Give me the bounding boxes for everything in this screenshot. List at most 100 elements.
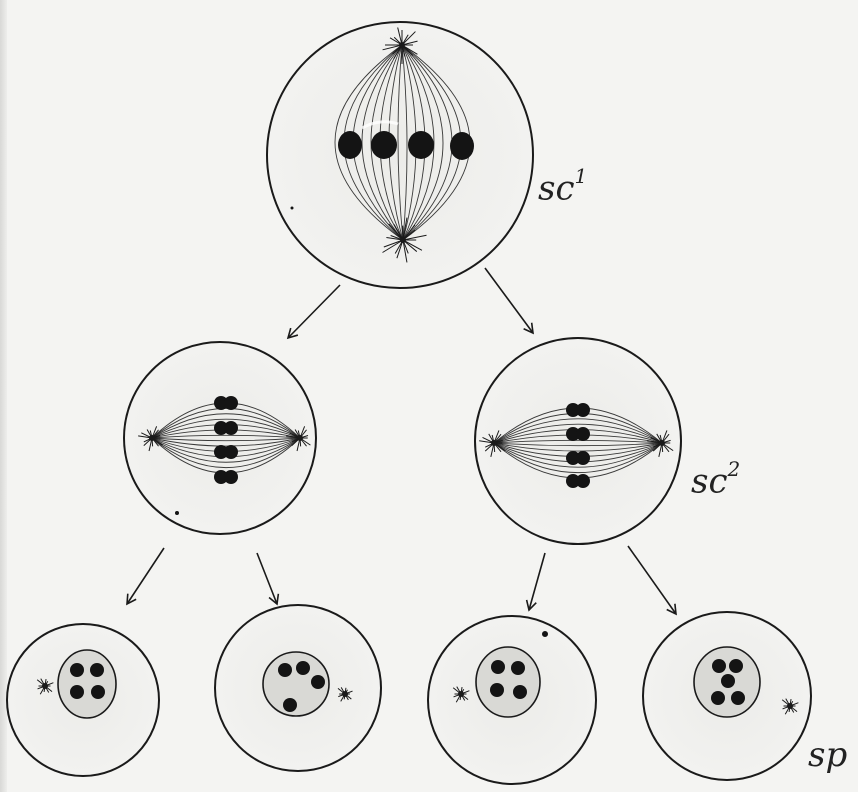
aster-top xyxy=(382,27,418,64)
tetrad xyxy=(450,132,474,160)
tetrad-chromosomes xyxy=(338,120,474,160)
spermatid-4 xyxy=(642,611,812,781)
spindle-fiber xyxy=(151,407,301,439)
centrosome xyxy=(399,42,405,48)
spindle-fiber xyxy=(493,418,663,444)
spindle-fiber xyxy=(401,44,435,241)
centrosome xyxy=(297,435,303,441)
cell-membrane xyxy=(266,21,534,289)
division-arrows xyxy=(126,267,677,616)
chromatid xyxy=(224,421,238,435)
centrosome xyxy=(458,691,464,697)
aster-ray xyxy=(397,27,403,46)
arrow xyxy=(256,552,280,606)
aster xyxy=(781,698,799,715)
spindle-fiber xyxy=(401,44,444,241)
chromosome xyxy=(296,661,310,675)
spindle-fiber xyxy=(401,44,408,241)
aster-ray xyxy=(382,239,404,253)
spermatid-3 xyxy=(427,615,597,785)
label-sc1-base: sc xyxy=(538,168,575,209)
chromatid xyxy=(566,403,580,417)
arrow xyxy=(286,284,341,340)
spindle-fiber xyxy=(493,442,663,452)
chromatid xyxy=(576,474,590,488)
spindle-fiber xyxy=(493,442,663,468)
cell-membrane xyxy=(474,337,682,545)
spindle-fiber xyxy=(151,418,301,439)
chromatid xyxy=(576,403,590,417)
nucleus xyxy=(57,649,117,719)
aster-ray xyxy=(382,44,403,51)
label-sc2: sc2 xyxy=(691,459,740,498)
spindle-fiber xyxy=(151,437,301,469)
spindle-fiber xyxy=(397,44,404,241)
secondary-spermatocyte-left xyxy=(123,341,317,535)
centrosome xyxy=(659,440,665,446)
chromatid xyxy=(566,451,580,465)
chromatid xyxy=(566,427,580,441)
chromatid xyxy=(214,470,228,484)
spindle-fiber xyxy=(334,44,404,241)
spindle-fiber xyxy=(370,44,404,241)
arrow xyxy=(627,545,677,616)
spindle-fiber xyxy=(493,439,663,444)
chromosome xyxy=(90,663,104,677)
arrow xyxy=(484,267,534,335)
aster-ray xyxy=(402,234,427,241)
chromosome xyxy=(70,685,84,699)
chromosome xyxy=(511,661,525,675)
aster-bottom xyxy=(382,217,427,263)
chromosome xyxy=(91,685,105,699)
aster-right xyxy=(647,430,674,458)
aster xyxy=(452,686,470,703)
dyad-chromosomes xyxy=(566,403,590,488)
centrosome xyxy=(491,440,497,446)
aster-ray xyxy=(401,44,418,55)
aster-ray xyxy=(388,223,404,241)
aster xyxy=(36,678,54,695)
label-sp: sp xyxy=(808,738,847,772)
chromosome xyxy=(491,660,505,674)
chromatid xyxy=(576,451,590,465)
spindle-fiber xyxy=(361,44,404,241)
aster-ray xyxy=(402,217,408,241)
tetrad xyxy=(371,131,397,159)
chromosome xyxy=(490,683,504,697)
chromatid xyxy=(576,427,590,441)
aster-ray xyxy=(402,224,416,241)
spindle-fiber xyxy=(151,434,301,439)
chromosome xyxy=(731,691,745,705)
tetrad xyxy=(338,131,362,159)
aster-ray xyxy=(401,31,416,46)
chromosome xyxy=(70,663,84,677)
chromosome xyxy=(712,659,726,673)
chromosome xyxy=(513,685,527,699)
label-sc2-sup: 2 xyxy=(727,457,741,481)
tetrad xyxy=(408,131,434,159)
aster-left xyxy=(138,426,163,452)
chromatid xyxy=(214,421,228,435)
chromatid xyxy=(224,445,238,459)
chromatid xyxy=(224,470,238,484)
chromosome xyxy=(311,675,325,689)
chromosome xyxy=(729,659,743,673)
label-sp-text: sp xyxy=(808,735,848,775)
chromatid xyxy=(224,396,238,410)
arrow xyxy=(126,547,165,606)
cell-membrane xyxy=(123,341,317,535)
aster-left xyxy=(479,430,506,458)
spermatid-1 xyxy=(6,623,160,777)
centrosome xyxy=(342,691,348,697)
spindle-fiber xyxy=(493,442,663,447)
arrow xyxy=(525,552,546,612)
spermatid-2 xyxy=(214,604,382,772)
aster-ray xyxy=(383,239,404,248)
centrosome xyxy=(400,237,406,243)
stray-granule xyxy=(175,511,179,515)
spindle-fiber xyxy=(151,413,301,439)
label-sc1-sup: 1 xyxy=(574,164,588,188)
chromosome xyxy=(721,674,735,688)
spindle-fiber xyxy=(493,442,663,474)
